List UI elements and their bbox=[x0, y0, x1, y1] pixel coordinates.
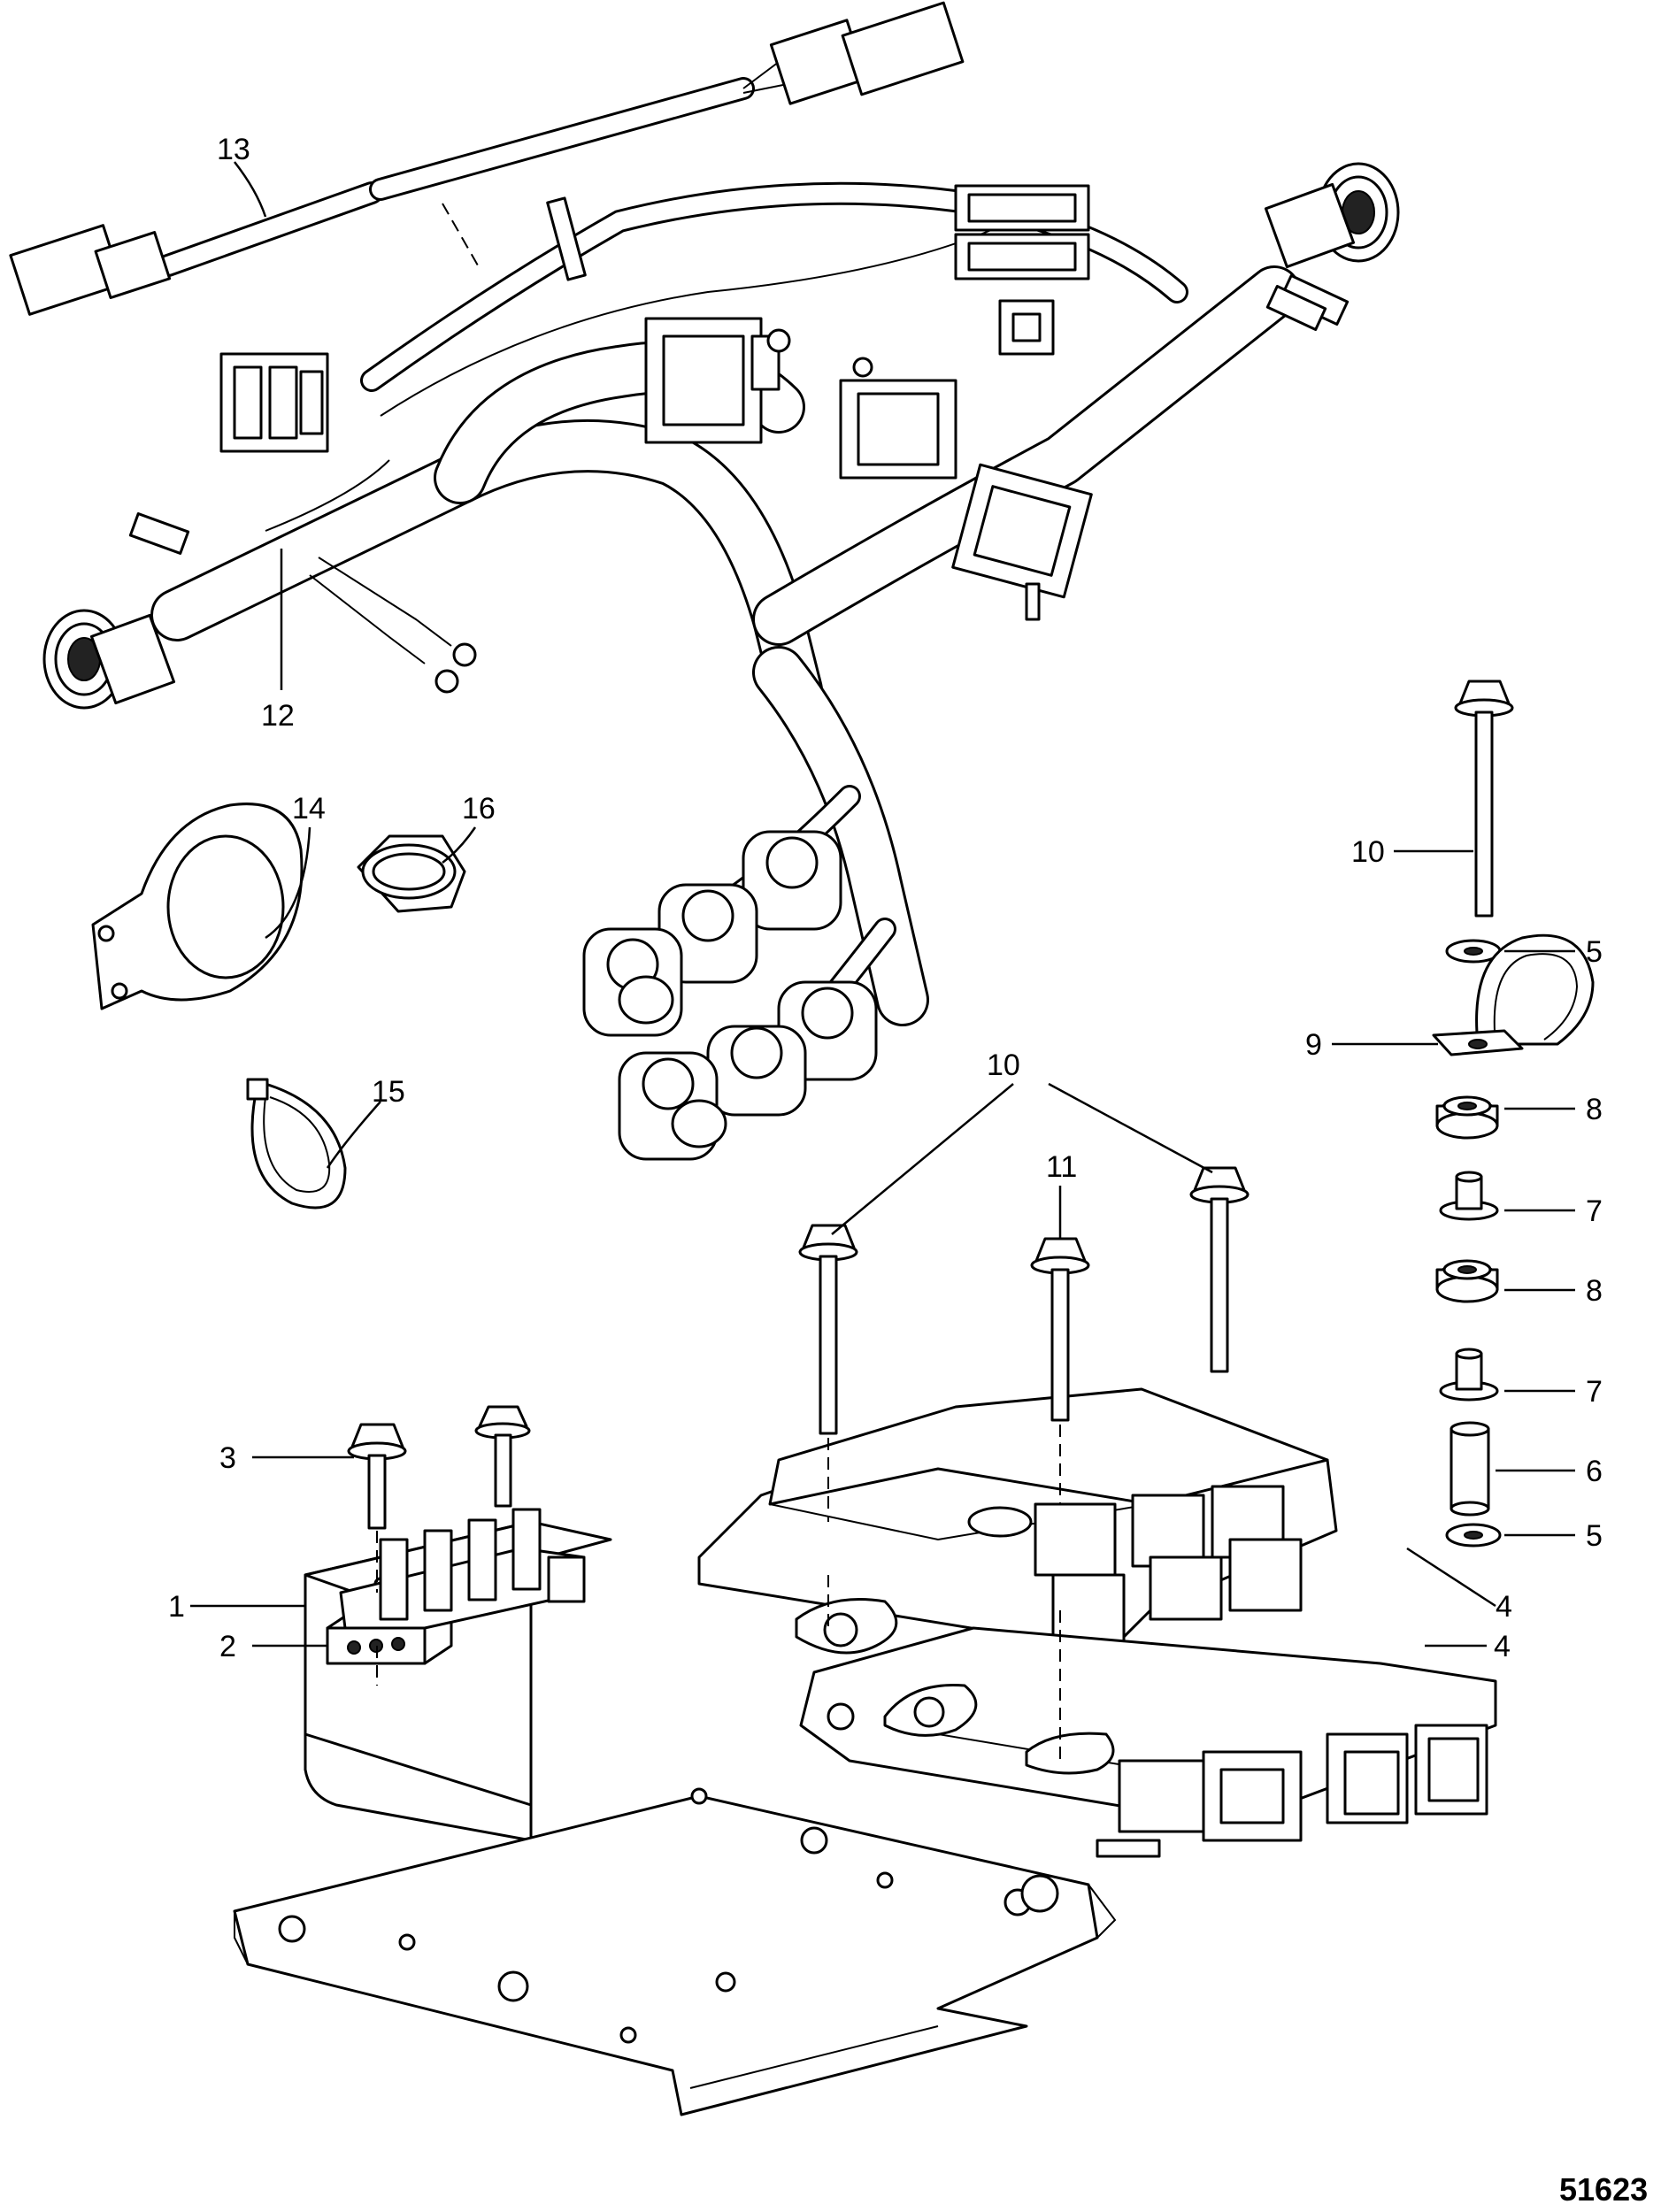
callout-10-center: 10 bbox=[987, 1048, 1020, 1082]
callout-13: 13 bbox=[217, 133, 250, 166]
callout-8-upper: 8 bbox=[1586, 1093, 1603, 1126]
harness-connector-pair-upper bbox=[954, 184, 1090, 280]
callout-12: 12 bbox=[261, 699, 295, 733]
washer-5-upper bbox=[1445, 939, 1502, 964]
bolt-11 bbox=[1030, 1237, 1090, 1422]
sleeve-7-lower bbox=[1439, 1348, 1499, 1402]
small-connector-right bbox=[998, 299, 1055, 356]
callout-5-lower: 5 bbox=[1586, 1519, 1603, 1553]
sensor-connector-center bbox=[644, 317, 791, 444]
callout-8-lower: 8 bbox=[1586, 1274, 1603, 1308]
mounting-bracket-14 bbox=[91, 803, 304, 1010]
grommet-8-upper bbox=[1435, 1095, 1499, 1140]
callout-7-lower: 7 bbox=[1586, 1375, 1603, 1409]
callout-11: 11 bbox=[1046, 1150, 1077, 1184]
callout-5-upper: 5 bbox=[1586, 935, 1603, 969]
bolt-10-left bbox=[798, 1224, 858, 1435]
screw-3b bbox=[474, 1405, 531, 1508]
wiring-harness bbox=[42, 162, 1400, 1161]
bolt-10-right bbox=[1189, 1166, 1250, 1373]
grommet-8-lower bbox=[1435, 1259, 1499, 1303]
callout-14: 14 bbox=[292, 792, 326, 826]
callout-10-stack: 10 bbox=[1351, 835, 1385, 869]
round-connector-right bbox=[1264, 162, 1400, 326]
sensor-connector-lower-right bbox=[951, 463, 1093, 621]
nut-16 bbox=[357, 834, 466, 913]
callout-1: 1 bbox=[168, 1590, 185, 1624]
washer-5-lower bbox=[1445, 1523, 1502, 1548]
screw-3a bbox=[347, 1423, 407, 1530]
round-connector-left bbox=[42, 609, 176, 710]
callout-7-upper: 7 bbox=[1586, 1194, 1603, 1228]
callout-15: 15 bbox=[372, 1075, 405, 1109]
extension-harness bbox=[9, 1, 965, 316]
ecm-module-upper bbox=[697, 1387, 1338, 1655]
sensor-connector-right bbox=[839, 357, 957, 480]
callout-9: 9 bbox=[1305, 1028, 1322, 1062]
terminal-block-2 bbox=[326, 1508, 586, 1665]
leader-lines bbox=[190, 161, 1575, 1647]
sleeve-7-upper bbox=[1439, 1171, 1499, 1221]
callout-6: 6 bbox=[1586, 1455, 1603, 1488]
ecm-module-lower bbox=[799, 1626, 1497, 1858]
bolt-10-stack bbox=[1454, 680, 1514, 918]
clamp-9 bbox=[1432, 933, 1595, 1056]
callout-3: 3 bbox=[219, 1441, 236, 1475]
callout-2: 2 bbox=[219, 1630, 236, 1663]
callout-4-lower: 4 bbox=[1494, 1630, 1511, 1663]
callout-16: 16 bbox=[462, 792, 496, 826]
coil-connectors bbox=[582, 830, 878, 1161]
callout-4-upper: 4 bbox=[1496, 1590, 1512, 1624]
cable-tie-15 bbox=[246, 1078, 347, 1210]
spacer-6 bbox=[1450, 1421, 1490, 1517]
harness-connector-block-left bbox=[219, 352, 329, 453]
diagram-reference-number: 51623 bbox=[1559, 2171, 1648, 2208]
